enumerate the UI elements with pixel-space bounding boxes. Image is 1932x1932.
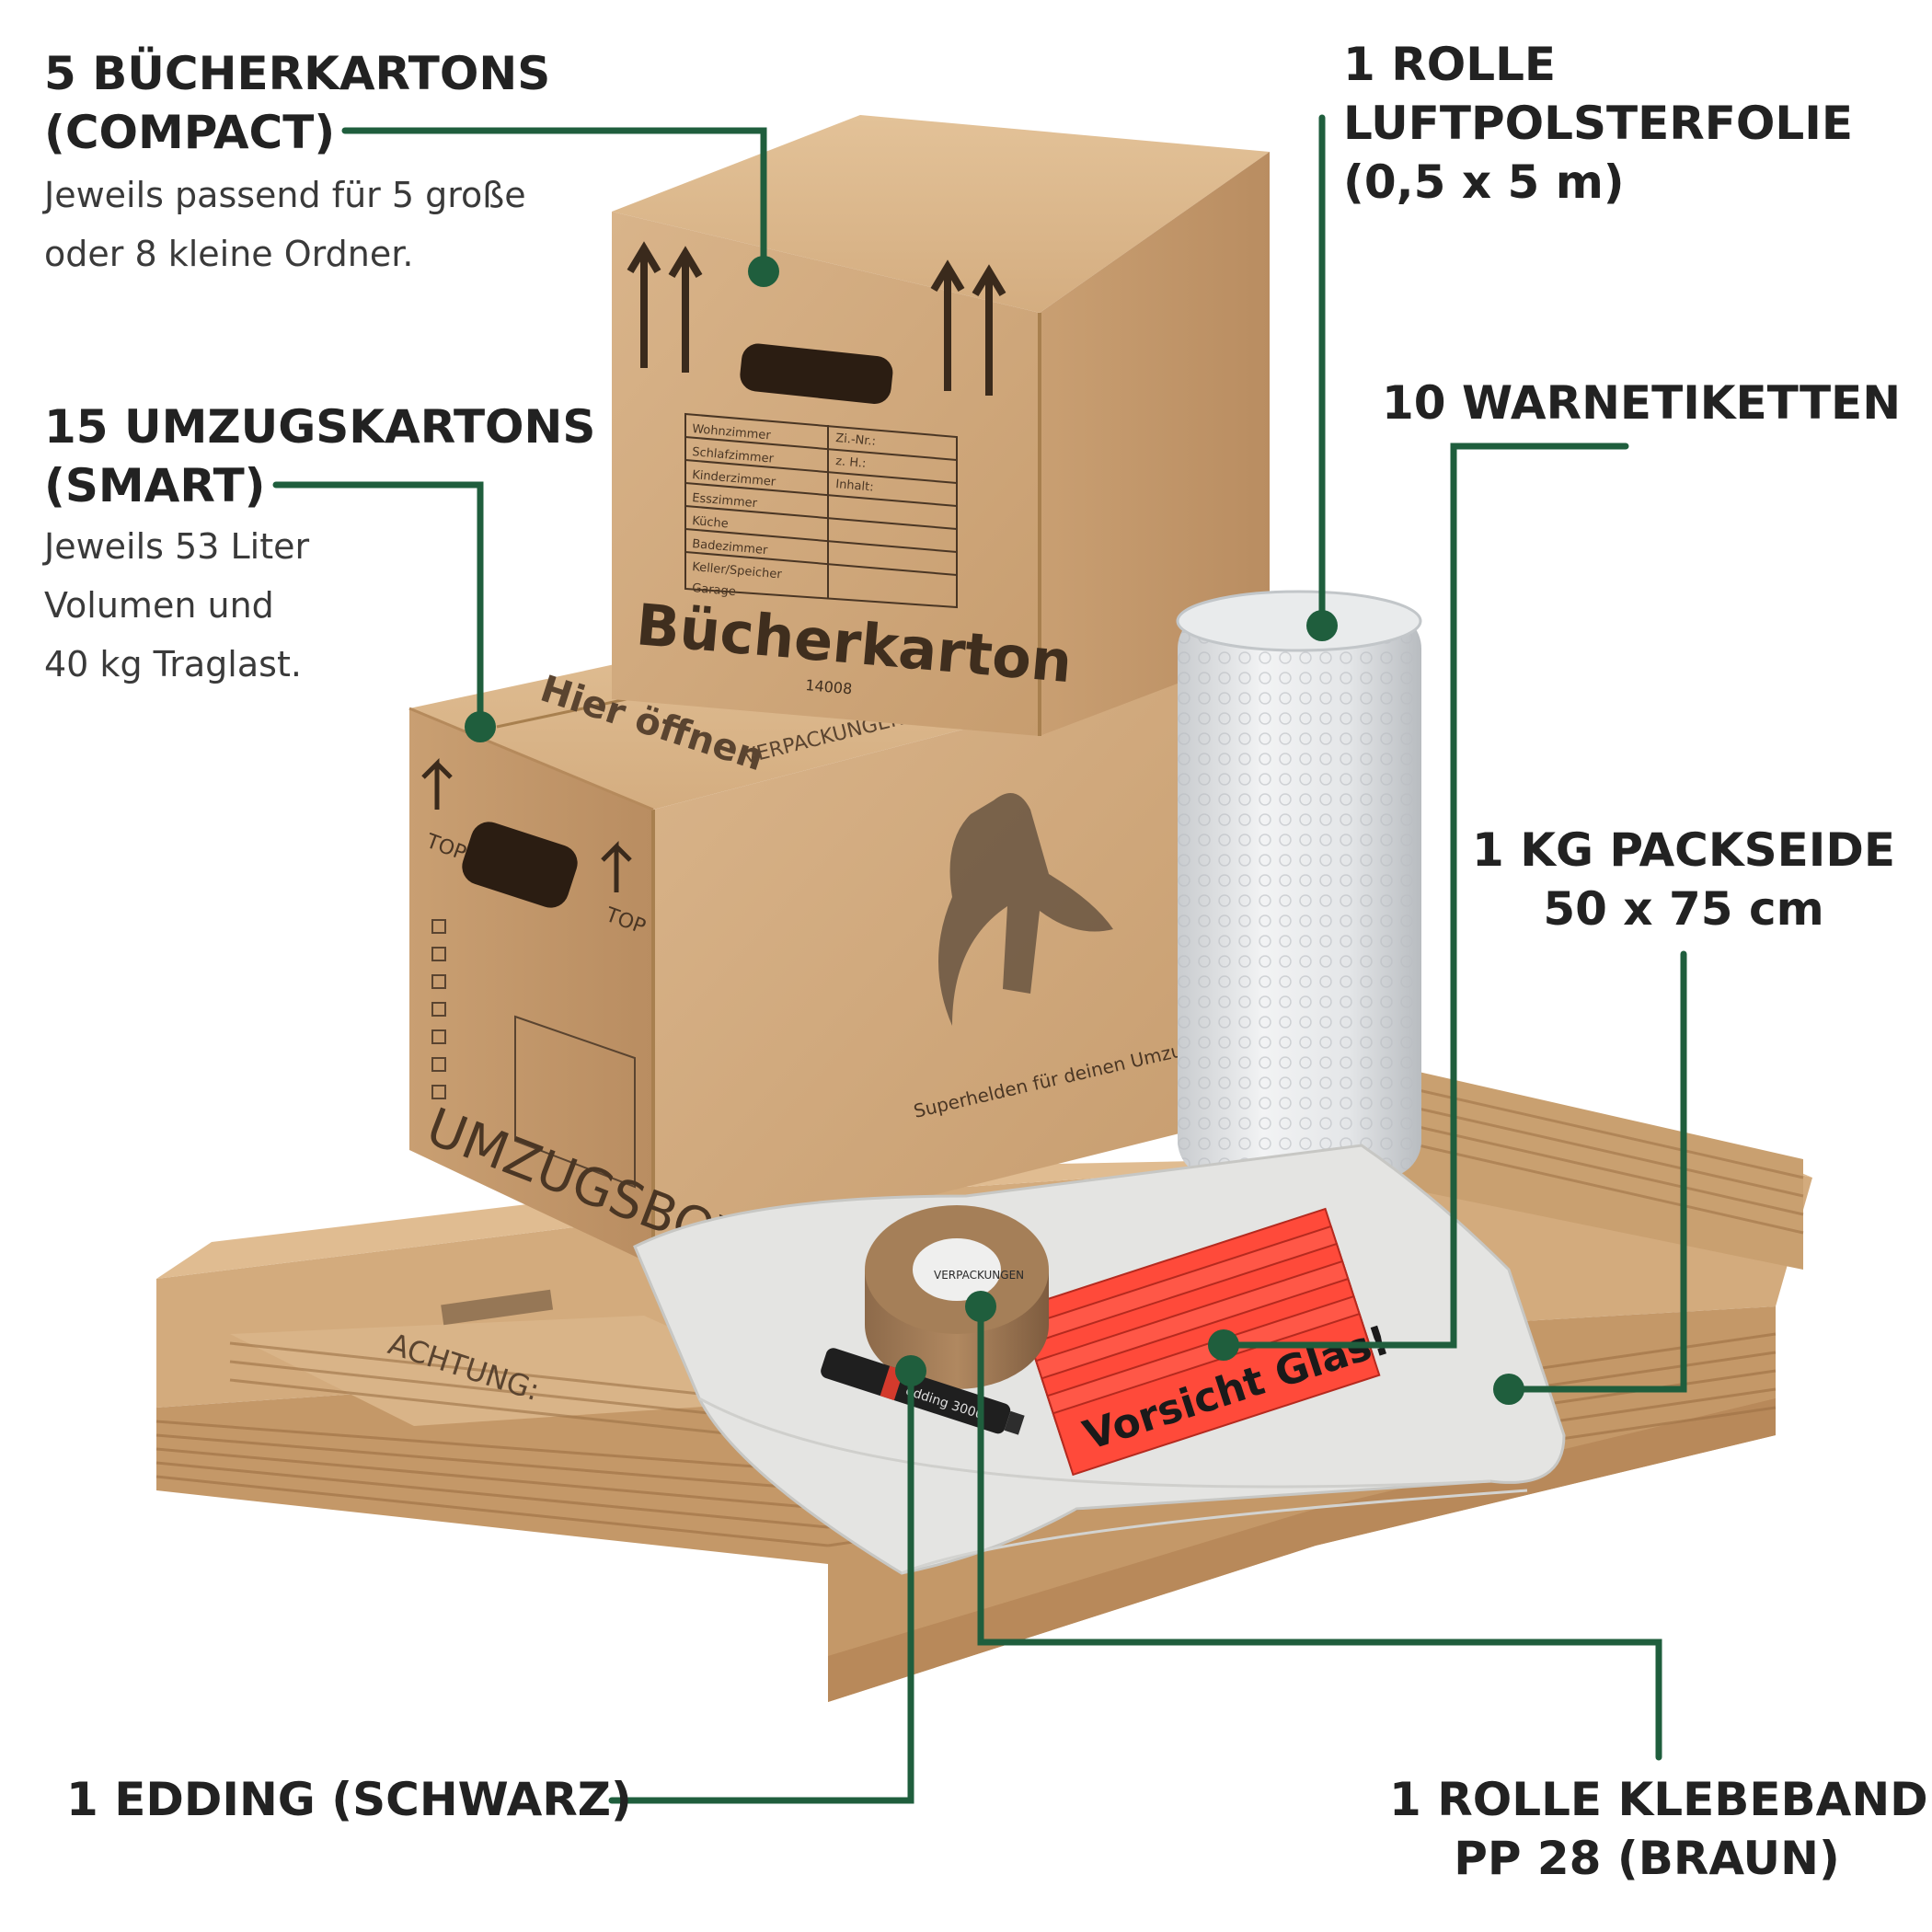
callout-line-tissue: [1505, 950, 1687, 1393]
callout-dot-warning: [1208, 1329, 1239, 1361]
bubble-title: 1 ROLLE LUFTPOLSTERFOLIE (0,5 x 5 m): [1343, 35, 1853, 212]
callout-dot-books: [748, 256, 779, 287]
books-title: 5 BÜCHERKARTONS (COMPACT): [44, 44, 550, 162]
tape-title-line-1: 1 ROLLE KLEBEBAND: [1389, 1773, 1928, 1826]
books-description: Jeweils passend für 5 große oder 8 klein…: [44, 166, 526, 283]
marker-title: 1 EDDING (SCHWARZ): [66, 1770, 632, 1829]
book-box: Wohnzimmer Schlafzimmer Kinderzimmer Ess…: [612, 115, 1270, 736]
tape-title-line-2: PP 28 (BRAUN): [1454, 1832, 1840, 1885]
moving-description-line-3: 40 kg Traglast.: [44, 644, 302, 684]
book-box-room-6: Badezimmer: [692, 537, 769, 558]
books-description-line-2: oder 8 kleine Ordner.: [44, 234, 414, 274]
books-description-line-1: Jeweils passend für 5 große: [44, 175, 526, 215]
book-box-field-1: Zi.-Nr.:: [835, 431, 877, 449]
book-box-field-3: Inhalt:: [835, 477, 875, 495]
tissue-title-line-1: 1 KG PACKSEIDE: [1472, 823, 1896, 877]
book-box-number-print: 14008: [805, 676, 853, 697]
warning-title: 10 WARNETIKETTEN: [1382, 374, 1901, 432]
book-box-room-4: Esszimmer: [692, 491, 759, 511]
tissue-title-line-2: 50 x 75 cm: [1543, 882, 1824, 936]
moving-title-line-2: (SMART): [44, 459, 266, 512]
book-box-field-2: z. H.:: [835, 454, 867, 471]
callout-dot-tissue: [1493, 1374, 1524, 1405]
callout-dot-marker: [895, 1355, 926, 1386]
moving-description-line-2: Volumen und: [44, 585, 274, 626]
marker-title-line-1: 1 EDDING (SCHWARZ): [66, 1773, 632, 1826]
bubble-title-line-2: LUFTPOLSTERFOLIE: [1343, 97, 1854, 150]
callout-line-books: [341, 127, 767, 275]
bubble-title-line-1: 1 ROLLE: [1343, 38, 1557, 91]
book-box-room-8: Garage: [692, 581, 737, 599]
superhero-icon: [938, 793, 1113, 1026]
callout-lines: [272, 114, 1687, 1804]
tape-title: 1 ROLLE KLEBEBAND PP 28 (BRAUN): [1389, 1770, 1928, 1888]
books-title-line-2: (COMPACT): [44, 106, 336, 159]
tape-roll: VERPACKUNGEN: [865, 1205, 1049, 1389]
callout-dots: [465, 256, 1524, 1405]
bubble-wrap-roll: [1176, 590, 1422, 1178]
warning-title-line-1: 10 WARNETIKETTEN: [1382, 376, 1902, 430]
moving-title-line-1: 15 UMZUGSKARTONS: [44, 400, 596, 454]
callout-dot-tape: [965, 1291, 996, 1322]
moving-description: Jeweils 53 Liter Volumen und 40 kg Tragl…: [44, 517, 309, 694]
tissue-title: 1 KG PACKSEIDE 50 x 75 cm: [1472, 821, 1895, 938]
book-box-room-5: Küche: [692, 514, 730, 531]
tape-print: VERPACKUNGEN: [934, 1269, 1024, 1282]
book-box-room-1: Wohnzimmer: [692, 422, 772, 443]
callout-dot-moving: [465, 711, 496, 742]
callout-dot-bubble: [1306, 610, 1338, 641]
bubble-title-line-3: (0,5 x 5 m): [1343, 155, 1625, 209]
callout-line-marker: [608, 1367, 914, 1804]
this-side-up-icon: [627, 241, 1006, 396]
callout-line-tape: [977, 1303, 1662, 1761]
callout-line-moving: [272, 481, 484, 730]
moving-title: 15 UMZUGSKARTONS (SMART): [44, 397, 595, 515]
callout-line-warning: [1220, 443, 1629, 1349]
moving-description-line-1: Jeweils 53 Liter: [44, 526, 310, 567]
books-title-line-1: 5 BÜCHERKARTONS: [44, 47, 551, 100]
